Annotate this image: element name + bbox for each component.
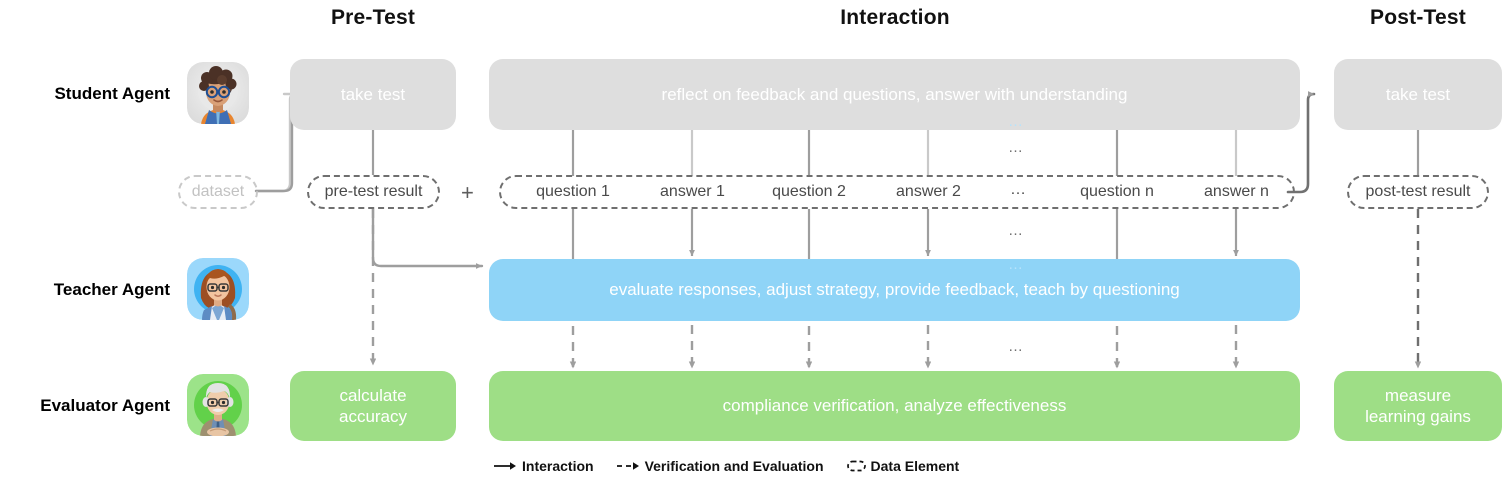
legend: Interaction Verification and Evaluation … xyxy=(493,458,959,474)
teacher-interaction-box[interactable]: evaluate responses, adjust strategy, pro… xyxy=(489,259,1300,321)
ellipsis-student-below: … xyxy=(1008,139,1024,156)
evaluator-post-test-box[interactable]: measure learning gains xyxy=(1334,371,1502,441)
legend-label-verification-evaluation: Verification and Evaluation xyxy=(644,458,824,474)
evaluator-post-test-label-line1: measure xyxy=(1384,385,1452,405)
evaluator-pre-test-label-line1: calculate xyxy=(339,385,407,405)
evaluator-avatar-icon xyxy=(187,374,249,436)
row-label-student-agent: Student Agent xyxy=(54,84,170,103)
ellipsis-teacher-below: … xyxy=(1008,338,1024,355)
column-header-post-test: Post-Test xyxy=(1370,6,1466,29)
dashed-arrow-icon xyxy=(616,462,639,470)
evaluator-post-test-label-line2: learning gains xyxy=(1365,407,1471,426)
data-element-answer-1[interactable]: answer 1 xyxy=(660,183,725,200)
data-element-question-1[interactable]: question 1 xyxy=(536,183,610,200)
data-element-dataset-label: dataset xyxy=(191,183,245,200)
ellipsis-teacher-box: … xyxy=(1008,256,1024,273)
row-label-teacher-agent: Teacher Agent xyxy=(53,280,170,299)
student-pre-test-box[interactable]: take test xyxy=(290,59,456,130)
data-element-pre-test-result[interactable] xyxy=(307,175,440,209)
legend-item-verification-evaluation: Verification and Evaluation xyxy=(616,458,824,474)
evaluator-pre-test-box[interactable]: calculate accuracy xyxy=(290,371,456,441)
column-header-pre-test: Pre-Test xyxy=(330,6,416,29)
student-interaction-box[interactable]: reflect on feedback and questions, answe… xyxy=(489,59,1300,130)
student-post-test-label: take test xyxy=(1385,84,1451,104)
student-avatar-icon xyxy=(187,62,249,124)
row-label-evaluator-agent: Evaluator Agent xyxy=(40,396,170,415)
legend-label-data-element: Data Element xyxy=(870,458,960,474)
plus-sign: + xyxy=(461,180,474,205)
ellipsis-student-box: … xyxy=(1008,113,1024,130)
evaluator-pre-test-label-line2: accuracy xyxy=(338,407,408,426)
legend-item-interaction: Interaction xyxy=(493,458,594,474)
data-element-question-2[interactable]: question 2 xyxy=(772,183,846,200)
data-element-post-test-result[interactable] xyxy=(1347,175,1489,209)
teacher-interaction-label: evaluate responses, adjust strategy, pro… xyxy=(609,280,1180,300)
data-element-post-test-result-label: post-test result xyxy=(1365,183,1471,200)
teacher-avatar-icon xyxy=(187,258,249,320)
evaluator-interaction-label: compliance verification, analyze effecti… xyxy=(722,396,1067,416)
data-element-pre-test-result-label: pre-test result xyxy=(324,183,423,200)
student-interaction-label: reflect on feedback and questions, answe… xyxy=(661,84,1128,104)
student-post-test-box[interactable]: take test xyxy=(1334,59,1502,130)
dashed-capsule-icon xyxy=(846,460,866,472)
ellipsis-transcript-below: … xyxy=(1008,222,1024,239)
data-element-dataset[interactable] xyxy=(178,175,258,209)
column-header-interaction: Interaction xyxy=(840,6,950,29)
data-element-transcript[interactable] xyxy=(499,175,1295,209)
data-element-answer-n[interactable]: answer n xyxy=(1204,183,1269,200)
data-element-answer-2[interactable]: answer 2 xyxy=(896,183,961,200)
data-element-transcript-gap: … xyxy=(1010,181,1026,198)
data-element-question-n[interactable]: question n xyxy=(1080,183,1154,200)
legend-label-interaction: Interaction xyxy=(522,458,594,474)
solid-arrow-icon xyxy=(494,462,516,470)
legend-item-data-element: Data Element xyxy=(846,458,960,474)
evaluator-interaction-box[interactable]: compliance verification, analyze effecti… xyxy=(489,371,1300,441)
student-pre-test-label: take test xyxy=(340,84,406,104)
